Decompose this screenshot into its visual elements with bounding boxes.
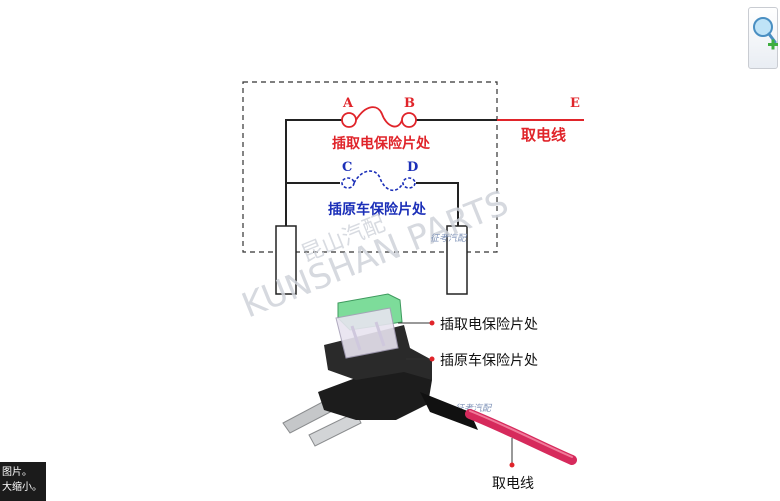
photo-callouts	[398, 320, 515, 468]
terminal-a: A	[342, 96, 354, 111]
zoom-in-button[interactable]	[748, 7, 778, 69]
callout-tap-fuse: 插取电保险片处	[440, 317, 538, 333]
callout-tap-wire: 取电线	[492, 476, 534, 492]
tap-wire-label: 取电线	[521, 126, 566, 144]
fuse-box-outline	[242, 81, 498, 253]
right-blade	[446, 225, 468, 295]
circuit-wires	[285, 119, 497, 226]
magnifier-plus-icon	[753, 17, 778, 50]
original-fuse-label: 插原车保险片处	[328, 201, 427, 218]
original-fuse-symbol	[341, 170, 416, 192]
stamp-top: 征考汽配	[430, 233, 468, 244]
stamp-bottom: 征考汽配	[455, 403, 493, 414]
terminal-b: B	[404, 96, 415, 111]
tooltip-line-1: 图片。	[2, 467, 32, 478]
tooltip-line-2: 大缩小。	[2, 482, 42, 493]
terminal-e: E	[570, 96, 580, 111]
callout-original-fuse: 插原车保险片处	[440, 352, 538, 369]
tap-fuse-label: 插取电保险片处	[332, 135, 431, 152]
left-blade	[275, 225, 297, 295]
terminal-d: D	[407, 160, 418, 175]
fuse-tap-product-photo	[282, 293, 577, 465]
tap-fuse-symbol	[341, 106, 417, 128]
terminal-c: C	[342, 160, 352, 175]
image-tooltip: 图片。 大缩小。	[0, 462, 46, 501]
